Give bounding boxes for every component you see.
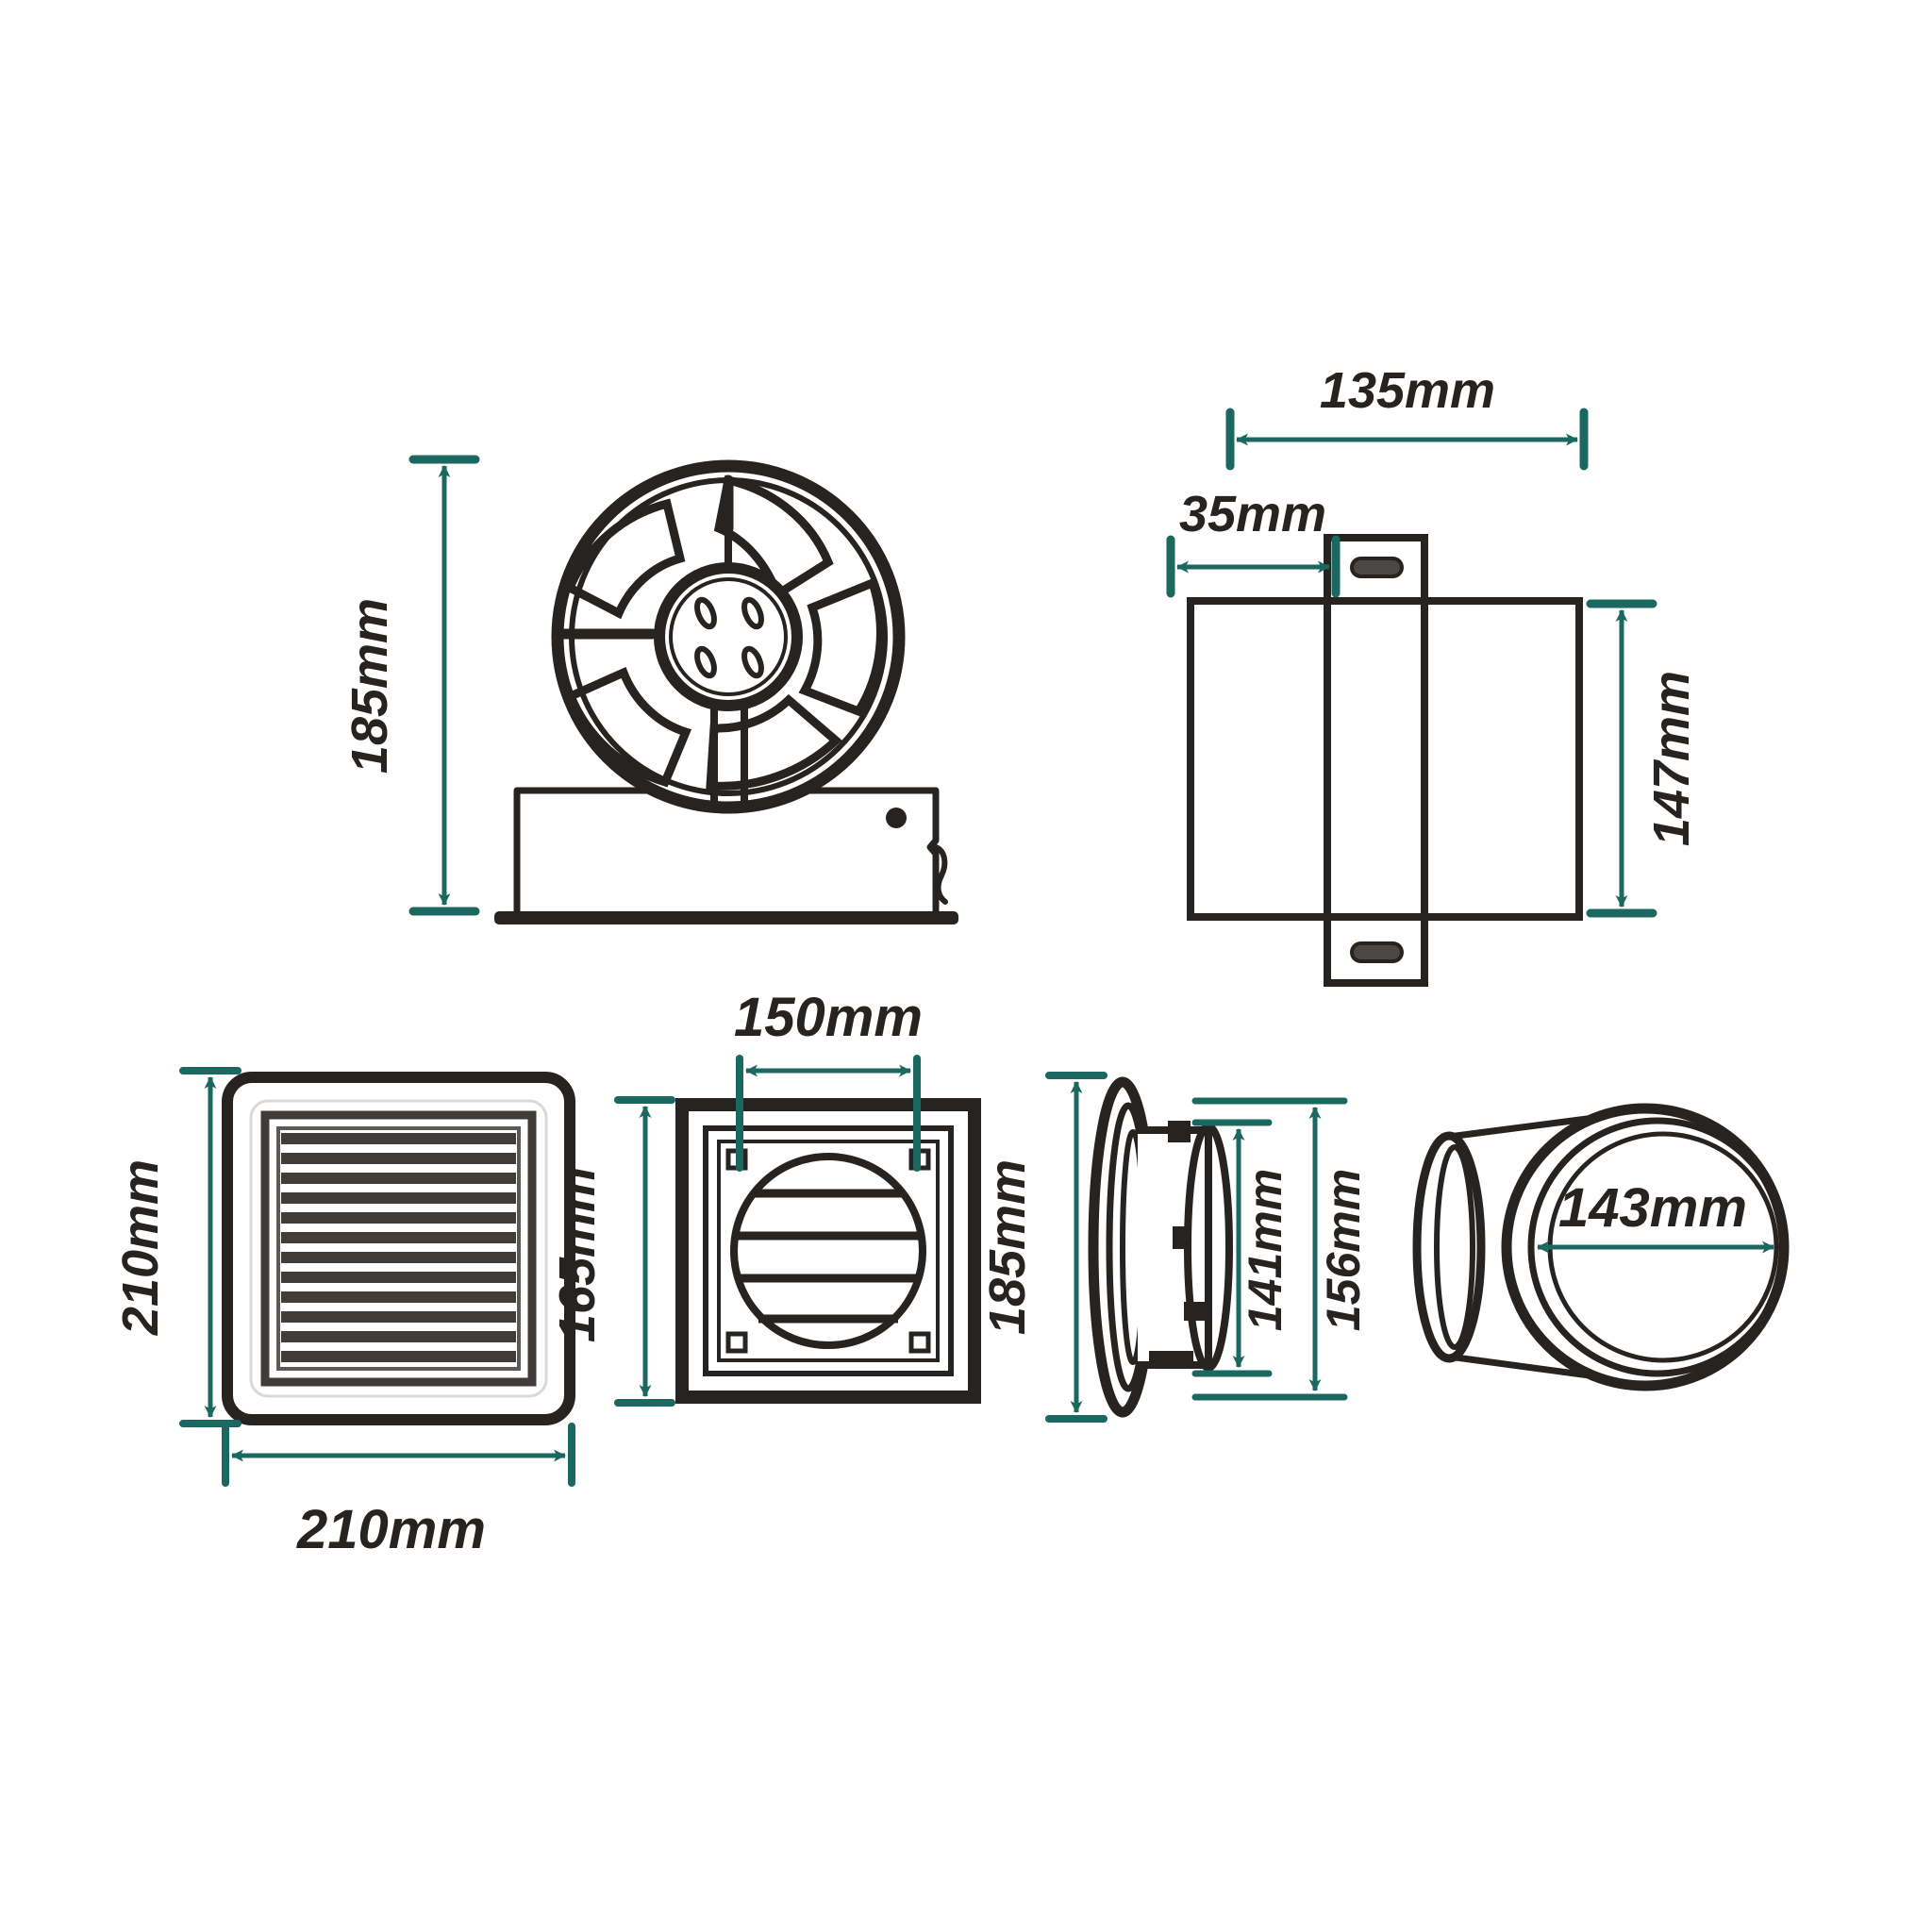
body-tab-bottom	[1149, 1351, 1193, 1369]
dimension-label-body-inner: 141mm	[1239, 1169, 1291, 1331]
bracket-slot-bottom	[1350, 941, 1404, 963]
fan-side-view: 185mm	[341, 455, 958, 924]
hub-vent-slots	[694, 596, 764, 679]
duct-pipe-view: 143mm	[1412, 1103, 1790, 1391]
dimension-grille-height: 210mm	[112, 1067, 242, 1427]
dimension-label-body-outer: 156mm	[1317, 1169, 1370, 1331]
dimension-label-shutter-height: 165mm	[549, 1167, 606, 1342]
dimension-fan-height: 185mm	[341, 455, 480, 916]
pipe-near-end-inner	[1527, 1117, 1788, 1377]
fan-base-screw-dot	[886, 808, 907, 828]
shutter-body-profile	[1138, 1121, 1233, 1372]
dimension-duct-length: 135mm	[1225, 362, 1589, 471]
dimension-shutter-width: 150mm	[734, 987, 923, 1172]
dimension-label-grille-height: 210mm	[112, 1159, 169, 1336]
shutter-side-view: 185mm 141mm 156mm	[979, 1072, 1370, 1423]
dimension-label-shutter-width: 150mm	[734, 987, 923, 1048]
body-tab-top	[1168, 1121, 1191, 1142]
dimension-pipe-diameter: 143mm	[1537, 1177, 1774, 1254]
fan-base-housing	[494, 787, 958, 924]
shutter-inner-frame	[703, 1125, 954, 1376]
dimension-bracket-offset: 35mm	[1166, 486, 1341, 598]
dimension-shutter-body-outer: 156mm	[1191, 1097, 1370, 1401]
duct-body-rect	[1187, 597, 1583, 921]
dimension-label-bracket-offset: 35mm	[1179, 486, 1326, 542]
dimension-duct-height: 147mm	[1586, 599, 1700, 918]
fan-power-cable	[933, 844, 948, 905]
shutter-louvered-disc	[730, 1153, 926, 1349]
shutter-inner-frame-2	[717, 1140, 940, 1362]
duct-side-view: 135mm 35mm 147mm	[1166, 362, 1700, 987]
dimension-label-pipe-diameter: 143mm	[1558, 1177, 1747, 1239]
dimension-label-flange-height: 185mm	[979, 1159, 1036, 1335]
dimension-label-duct-height: 147mm	[1643, 671, 1700, 846]
dimension-label-fan-height: 185mm	[341, 598, 398, 774]
shutter-disc-outline	[730, 1153, 926, 1349]
fan-impeller	[551, 459, 906, 814]
pipe-far-end-inner	[1434, 1144, 1475, 1350]
dimension-shutter-flange-height: 185mm	[979, 1072, 1108, 1423]
fan-base-plate	[494, 911, 958, 924]
dimension-grille-width: 210mm	[222, 1423, 575, 1560]
dimension-label-grille-width: 210mm	[296, 1499, 486, 1560]
shutter-louver-blades	[736, 1189, 921, 1324]
impeller-hub	[654, 562, 803, 711]
body-marking-glyph	[1173, 1226, 1188, 1249]
grille-louver-slats	[281, 1133, 516, 1362]
dimension-shutter-body-inner: 141mm	[1191, 1119, 1291, 1377]
pipe-far-end-outer	[1412, 1131, 1486, 1363]
grille-frame-inner-edge	[249, 1099, 548, 1398]
dimension-label-duct-length: 135mm	[1320, 362, 1495, 419]
grille-front-view: 210mm 210mm	[112, 1067, 575, 1560]
shutter-front-view: 150mm 165mm	[549, 987, 981, 1407]
grille-louver-panel-inset	[276, 1126, 521, 1371]
duct-mounting-bracket	[1324, 534, 1428, 987]
impeller-hub-inner	[669, 577, 788, 696]
body-tab-lower	[1184, 1302, 1206, 1321]
impeller-motor-stem	[710, 480, 748, 809]
dimension-shutter-height: 165mm	[549, 1096, 675, 1407]
bracket-slot-top	[1350, 557, 1404, 578]
